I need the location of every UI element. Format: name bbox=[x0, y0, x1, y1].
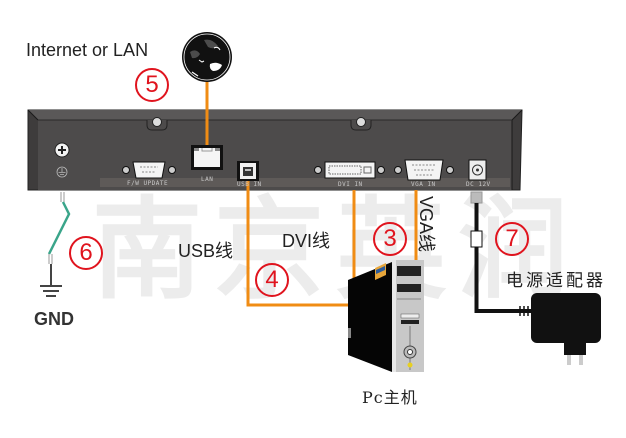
usb-cable bbox=[246, 181, 352, 307]
step-7-badge: 7 bbox=[495, 222, 529, 256]
screw-icon bbox=[146, 117, 168, 131]
port-label-vga-in: VGA IN bbox=[411, 181, 436, 188]
port-label-dvi-in: DVI IN bbox=[338, 181, 363, 188]
step-3-badge: 3 bbox=[373, 222, 407, 256]
pc-label: Pc主机 bbox=[362, 388, 418, 407]
ground-screw-icon bbox=[54, 142, 70, 158]
step-5-badge: 5 bbox=[135, 68, 169, 102]
step-4-badge: 4 bbox=[255, 263, 289, 297]
usb-b-port-icon bbox=[237, 161, 259, 181]
port-label-fw-update: F/W UPDATE bbox=[127, 180, 169, 187]
dc-jack-icon bbox=[468, 159, 487, 181]
vga-cable-label: VGA线 bbox=[416, 196, 436, 253]
ground-wire bbox=[40, 192, 71, 297]
power-adapter-icon bbox=[531, 293, 601, 365]
dvi-port-icon bbox=[314, 161, 385, 179]
vga-port-icon bbox=[394, 159, 454, 181]
port-label-dc-12v: DC 12V bbox=[466, 181, 491, 188]
dvi-cable-label: DVI线 bbox=[282, 231, 331, 251]
ground-symbol-icon bbox=[56, 166, 68, 178]
pc-tower-icon bbox=[348, 260, 424, 372]
port-label-lan: LAN bbox=[201, 176, 214, 183]
screw-icon bbox=[350, 117, 372, 131]
port-label-usb-in: USB IN bbox=[237, 181, 262, 188]
watermark: 南京英润 bbox=[92, 186, 580, 314]
ground-label: GND bbox=[34, 309, 74, 329]
usb-cable-label: USB线 bbox=[178, 241, 234, 261]
step-6-badge: 6 bbox=[69, 236, 103, 270]
rj45-port-icon bbox=[191, 145, 223, 170]
network-label: Internet or LAN bbox=[26, 40, 149, 60]
device-rear-panel bbox=[27, 109, 523, 191]
db9-serial-port-icon bbox=[122, 161, 176, 179]
power-cable bbox=[470, 191, 535, 316]
power-adapter-label: 电源适配器 bbox=[506, 271, 606, 290]
globe-icon bbox=[182, 32, 232, 82]
